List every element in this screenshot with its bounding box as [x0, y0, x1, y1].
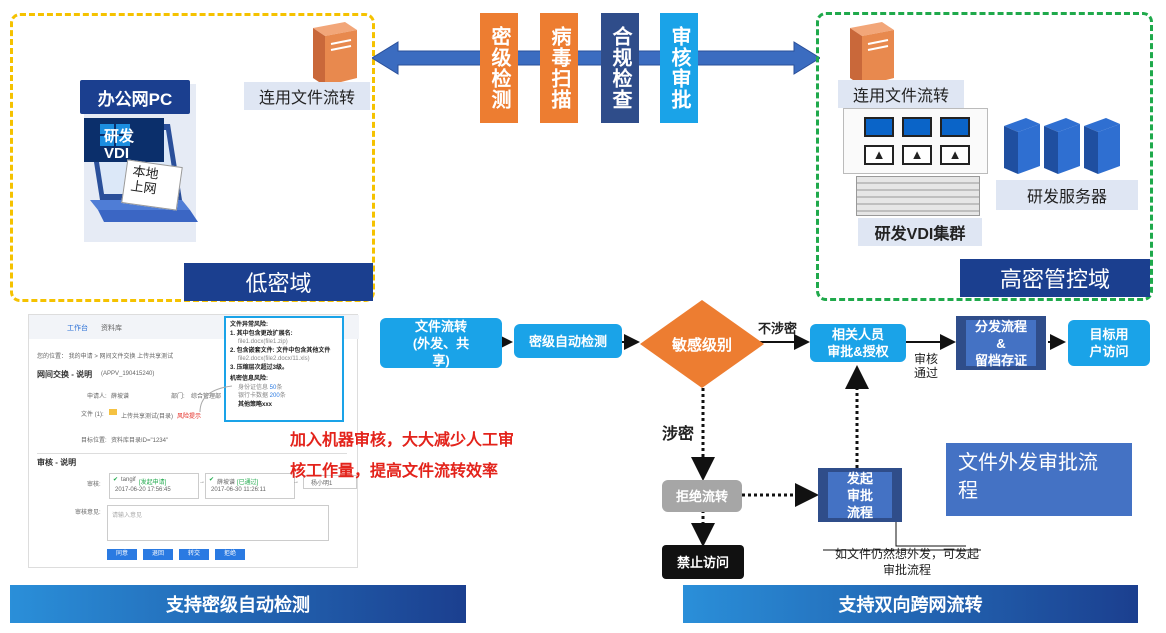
linux-icon: ▲: [902, 145, 932, 165]
check-approval: 审核审批: [660, 13, 698, 123]
check-icon: ✔: [209, 477, 215, 483]
step1-time: 2017-06-20 17:56:45: [115, 487, 171, 493]
check-classification: 密级检测: [480, 13, 518, 123]
file-transfer-right: 连用文件流转: [838, 80, 964, 108]
approval-step-3: [303, 475, 357, 489]
not-involved-label: 不涉密: [758, 321, 798, 336]
applicant-label: 申请人:: [87, 394, 107, 400]
approval-step-2: [205, 473, 295, 499]
popup-line: 身份证信息 50条: [238, 384, 283, 391]
node-reject-transfer: 拒绝流转: [662, 480, 742, 512]
linux-icon: ▲: [940, 145, 970, 165]
tab-workbench[interactable]: 工作台: [67, 325, 88, 332]
opinion-label: 审核意见:: [75, 510, 101, 516]
node-initiate-approval: 发起 审批 流程: [818, 468, 902, 522]
arrow-icon: →: [293, 479, 299, 485]
dept-label: 部门:: [171, 394, 185, 400]
server-icon-left: [313, 22, 357, 86]
high-zone-label: 高密管控域: [960, 259, 1150, 297]
approval-step-1: [109, 473, 199, 499]
breadcrumb: 您的位置： 我的申请 > 网间文件交换 上传共享测试: [37, 354, 174, 360]
local-internet-label: 本地 上网: [121, 159, 183, 211]
banner-right: 支持双向跨网流转: [683, 585, 1138, 623]
popup-line: 银行卡数据 200条: [238, 393, 286, 399]
target-label: 目标位置:: [81, 438, 107, 444]
popup-line: 2. 包含嵌套文件: 文件中包含其他文件: [230, 347, 331, 354]
approval-ui-screenshot: 工作台 资料库 您的位置： 我的申请 > 网间文件交换 上传共享测试 网间交换 …: [28, 314, 359, 568]
step1-name: tangif: [121, 477, 136, 483]
windows-icon: [902, 117, 932, 137]
popup-line: 其他策略xxx: [238, 401, 273, 408]
return-button[interactable]: 退回: [143, 549, 173, 560]
approve-label: 审核:: [87, 482, 101, 488]
initiate-note: 如文件仍然想外发，可发起 审批流程: [834, 547, 979, 577]
node-sensitivity-diamond: 敏感级别: [640, 300, 764, 388]
target-value: 资料库目录ID="1234": [111, 438, 169, 444]
arrow-icon: →: [199, 479, 205, 485]
vdi-cluster-label: 研发VDI集群: [858, 218, 982, 246]
node-forbid-access: 禁止访问: [662, 545, 744, 579]
step1-status: [发起申请]: [139, 480, 167, 486]
reject-button[interactable]: 拒绝: [215, 549, 245, 560]
agree-button[interactable]: 同意: [107, 549, 137, 560]
tab-library[interactable]: 资料库: [101, 325, 122, 332]
rd-servers-label: 研发服务器: [996, 180, 1138, 210]
page-title: 网间交换 - 说明: [37, 370, 93, 379]
file-name[interactable]: 上传共享测试(目录): [121, 414, 173, 420]
risk-tag[interactable]: 风险提示: [177, 414, 202, 420]
transfer-button[interactable]: 转交: [179, 549, 209, 560]
popup-title-2: 机密信息风险:: [230, 376, 268, 382]
popup-line: file1.docx(file1.zip): [238, 339, 288, 345]
applicant-value: 薛坡谱: [111, 394, 130, 400]
involved-label: 涉密: [662, 426, 695, 443]
folder-icon: [109, 409, 117, 415]
risk-popup: 文件异常风险: 1. 其中包含更改扩展名: file1.docx(file1.z…: [224, 316, 344, 422]
windows-icon: [940, 117, 970, 137]
divider: [37, 453, 347, 454]
flow-title-box: 文件外发审批流 程: [946, 443, 1132, 516]
check-virus-scan: 病毒扫描: [540, 13, 578, 123]
review-title: 审核 - 说明: [37, 458, 77, 467]
node-file-transfer: 文件流转 (外发、共 享): [380, 318, 502, 368]
note-line-2: 核工作量，提高文件流转效率: [290, 463, 499, 480]
windows-icon: [864, 117, 894, 137]
office-pc-label: 办公网PC: [80, 80, 190, 114]
popup-title: 文件异常风险:: [230, 322, 268, 328]
node-target-access: 目标用 户访问: [1068, 320, 1150, 366]
file-transfer-left: 连用文件流转: [244, 82, 370, 110]
step2-name: 薛坡谱: [217, 480, 236, 486]
rack-server-icon: [856, 176, 980, 216]
check-compliance: 合规检查: [601, 13, 639, 123]
node-auto-detect: 密级自动检测: [514, 324, 622, 358]
audit-pass-label: 审核 通过: [914, 352, 939, 380]
node-distribution-archive: 分发流程 & 留档存证: [956, 316, 1046, 370]
popup-connector: [199, 385, 233, 413]
banner-left: 支持密级自动检测: [10, 585, 466, 623]
rd-vdi-label: 研发 VDI: [104, 128, 135, 162]
flow-connectors: [497, 334, 1066, 551]
file-label: 文件 (1):: [81, 412, 104, 418]
vdi-desktop-grid: ▲ ▲ ▲: [843, 108, 988, 174]
step3-name: 杨小明1: [311, 481, 333, 487]
popup-line: 1. 其中包含更改扩展名:: [230, 330, 293, 337]
check-icon: ✔: [113, 477, 119, 483]
high-security-zone: [816, 12, 1153, 301]
popup-line: file2.docx(file2.docx/11.xls): [238, 356, 310, 362]
bidirectional-arrow: [372, 41, 820, 75]
diamond-label: 敏感级别: [671, 337, 732, 354]
step2-time: 2017-06-30 11:26:11: [211, 487, 266, 493]
linux-icon: ▲: [864, 145, 894, 165]
server-icon-right: [850, 22, 894, 86]
rd-server-icon: [1004, 118, 1120, 174]
opinion-input[interactable]: 请输入意见: [107, 505, 329, 541]
page-id: (APPV_190415240): [101, 371, 155, 377]
popup-line: 3. 压缩层次超过3级。: [230, 364, 289, 371]
node-approval-authorization: 相关人员 审批&授权: [810, 324, 906, 362]
step2-status: [已通过]: [237, 480, 259, 486]
low-zone-label: 低密域: [184, 263, 373, 301]
note-line-1: 加入机器审核，大大减少人工审: [290, 432, 515, 449]
